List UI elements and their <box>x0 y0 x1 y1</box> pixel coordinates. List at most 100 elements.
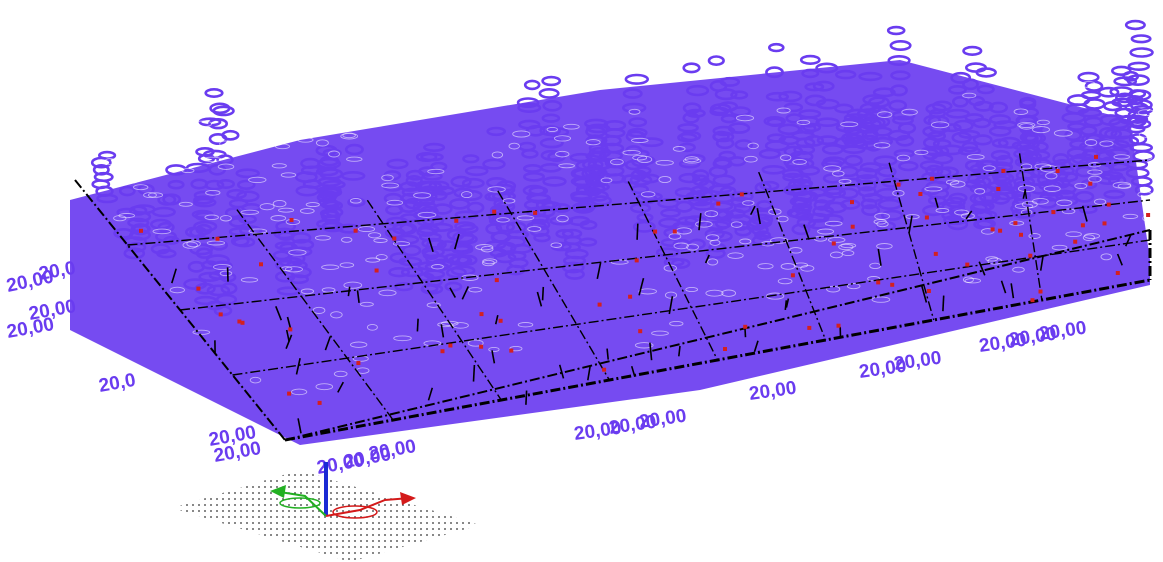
node-point[interactable] <box>1001 168 1006 173</box>
node-point[interactable] <box>890 282 895 287</box>
node-point[interactable] <box>288 327 293 332</box>
node-point[interactable] <box>836 323 841 328</box>
node-point[interactable] <box>998 228 1003 233</box>
load-ring-stack <box>560 228 589 280</box>
load-value-label: 20,0 <box>97 370 137 397</box>
node-point[interactable] <box>739 192 744 197</box>
node-point[interactable] <box>1080 223 1085 228</box>
node-point[interactable] <box>440 349 445 354</box>
node-point[interactable] <box>716 201 721 206</box>
node-point[interactable] <box>1055 169 1060 173</box>
node-point[interactable] <box>533 210 538 215</box>
node-point[interactable] <box>850 224 855 229</box>
node-point[interactable] <box>353 228 358 233</box>
load-ring <box>962 276 974 283</box>
node-point[interactable] <box>924 215 929 220</box>
node-point[interactable] <box>638 329 643 334</box>
node-point[interactable] <box>139 228 143 233</box>
node-point[interactable] <box>990 227 995 232</box>
node-point[interactable] <box>831 241 836 246</box>
node-point[interactable] <box>933 251 938 256</box>
node-point[interactable] <box>1146 213 1151 217</box>
load-arrow <box>297 418 302 434</box>
load-ring <box>780 154 792 161</box>
node-point[interactable] <box>628 294 633 299</box>
load-arrow <box>877 248 882 266</box>
node-point[interactable] <box>374 268 379 273</box>
node-point[interactable] <box>807 325 812 330</box>
node-point[interactable] <box>1073 239 1078 244</box>
load-ring <box>1084 139 1098 146</box>
node-point[interactable] <box>1028 253 1033 258</box>
node-point[interactable] <box>492 209 497 214</box>
node-point[interactable] <box>289 218 294 222</box>
node-point[interactable] <box>494 278 499 283</box>
node-point[interactable] <box>1102 221 1107 226</box>
load-arrow <box>649 342 653 361</box>
load-ring <box>426 302 441 308</box>
node-point[interactable] <box>723 347 727 351</box>
load-ring <box>217 163 235 170</box>
node-point[interactable] <box>1094 154 1098 159</box>
node-point[interactable] <box>240 320 245 325</box>
load-ring <box>707 258 719 266</box>
node-point[interactable] <box>317 400 322 405</box>
node-point[interactable] <box>1038 289 1043 294</box>
node-point[interactable] <box>1051 210 1056 215</box>
node-point[interactable] <box>392 236 397 241</box>
load-ring <box>765 292 785 300</box>
node-point[interactable] <box>1106 202 1111 207</box>
node-point[interactable] <box>479 312 484 317</box>
node-point[interactable] <box>790 273 795 278</box>
load-ring-stack <box>941 192 969 231</box>
node-point[interactable] <box>896 182 901 187</box>
node-point[interactable] <box>218 312 223 317</box>
node-point[interactable] <box>215 236 220 241</box>
load-arrow <box>698 213 702 231</box>
node-point[interactable] <box>448 343 453 348</box>
load-arrow <box>472 364 476 382</box>
node-point[interactable] <box>926 289 931 293</box>
load-ring <box>113 215 127 222</box>
node-point[interactable] <box>196 286 201 291</box>
node-point[interactable] <box>634 258 639 263</box>
node-point[interactable] <box>237 319 242 324</box>
node-point[interactable] <box>259 262 263 267</box>
node-point[interactable] <box>1013 221 1018 226</box>
load-ring <box>104 158 116 166</box>
node-point[interactable] <box>996 187 1001 191</box>
node-point[interactable] <box>672 229 677 234</box>
node-point[interactable] <box>479 344 484 349</box>
node-point[interactable] <box>918 192 923 196</box>
load-ring-stack <box>763 42 790 152</box>
node-point[interactable] <box>1088 181 1093 186</box>
load-ring <box>417 211 437 218</box>
node-point[interactable] <box>498 318 503 323</box>
node-point[interactable] <box>965 262 970 267</box>
load-ring <box>386 199 404 206</box>
node-point[interactable] <box>287 391 292 396</box>
load-ring <box>655 159 674 166</box>
load-ring <box>305 202 320 208</box>
load-ring <box>517 322 534 328</box>
node-point[interactable] <box>602 367 607 372</box>
load-arrow <box>784 300 788 310</box>
node-point[interactable] <box>930 176 935 181</box>
load-ring <box>482 258 498 265</box>
node-point[interactable] <box>356 361 361 365</box>
load-arrow <box>636 223 639 240</box>
node-point[interactable] <box>454 218 459 223</box>
node-point[interactable] <box>1115 271 1120 275</box>
node-point[interactable] <box>850 200 854 205</box>
load-ring <box>219 270 233 277</box>
node-point[interactable] <box>653 229 658 234</box>
node-point[interactable] <box>509 348 514 353</box>
node-point[interactable] <box>743 324 748 329</box>
node-point[interactable] <box>1030 298 1035 303</box>
load-ring <box>658 175 672 184</box>
node-point[interactable] <box>1019 232 1023 237</box>
node-point[interactable] <box>597 302 602 307</box>
node-point[interactable] <box>876 280 881 285</box>
